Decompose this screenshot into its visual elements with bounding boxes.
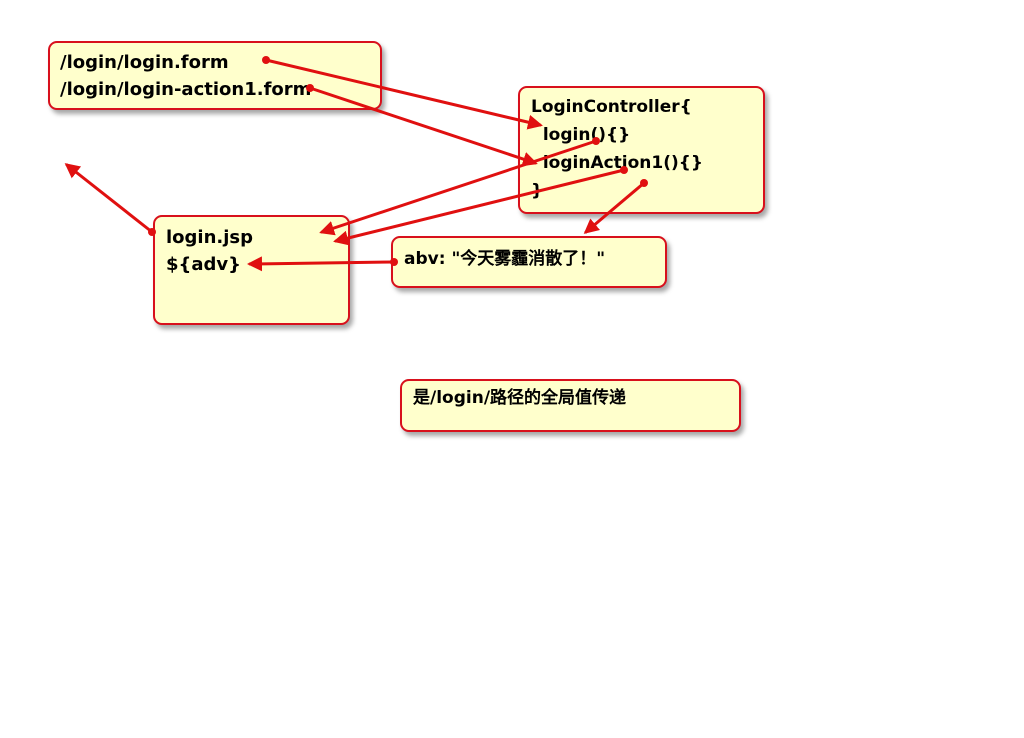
url-box: /login/login.form /login/login-action1.f…: [48, 41, 382, 110]
global-value-note-text: 是/login/路径的全局值传递: [413, 388, 627, 408]
login-controller-box: LoginController{ login(){} loginAction1(…: [518, 86, 765, 214]
global-value-note-box: 是/login/路径的全局值传递: [400, 379, 741, 432]
url-login-action1-form: /login/login-action1.form: [60, 79, 312, 100]
model-attribute-box: abv: "今天雾霾消散了！": [391, 236, 667, 288]
model-attribute-text: abv: "今天雾霾消散了！": [404, 249, 606, 269]
jsp-adv-expression: ${adv}: [166, 254, 241, 275]
controller-login-method: login(){}: [531, 125, 631, 145]
controller-closing-brace: }: [531, 181, 544, 201]
jsp-filename: login.jsp: [166, 227, 254, 248]
controller-login-action1-method: loginAction1(){}: [531, 153, 703, 173]
arrow-jsp-to-browser: [64, 163, 154, 234]
login-jsp-box: login.jsp ${adv}: [153, 215, 350, 325]
url-login-form: /login/login.form: [60, 52, 229, 73]
controller-class-line: LoginController{: [531, 97, 692, 117]
